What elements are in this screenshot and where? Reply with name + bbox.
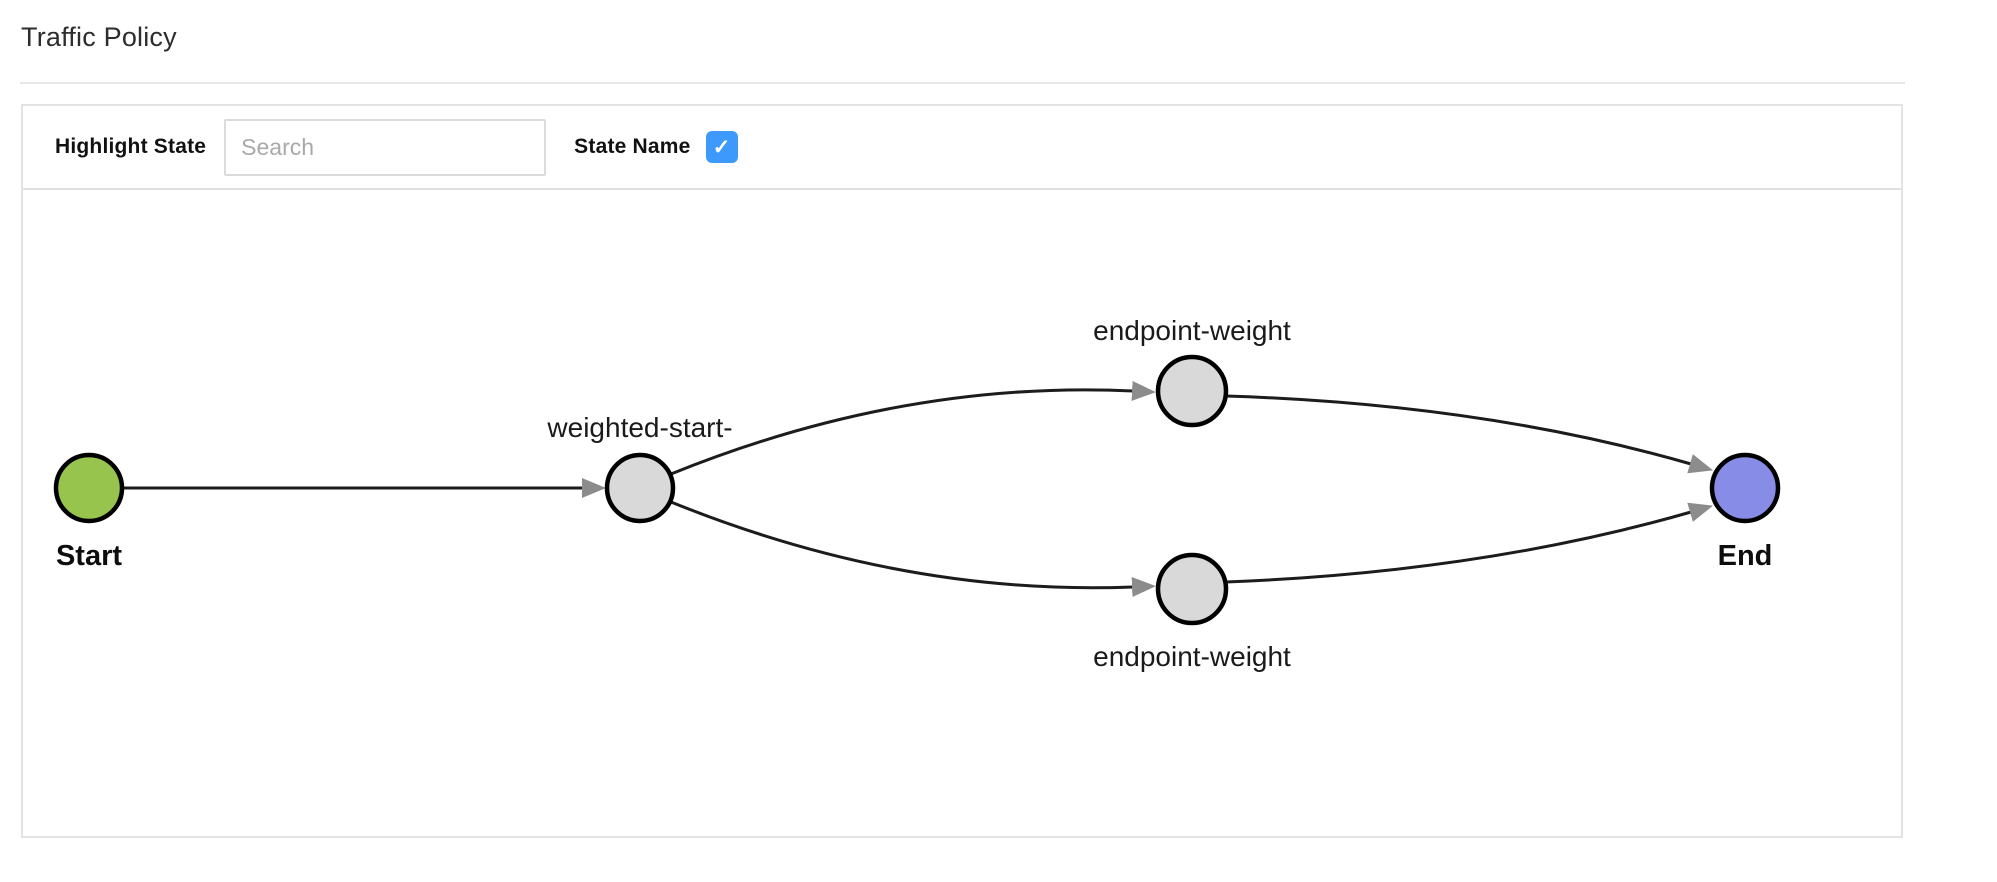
page-title: Traffic Policy xyxy=(21,22,177,52)
graph-toolbar: Highlight State State Name ✓ xyxy=(23,106,1901,190)
edge-bottom-to-end xyxy=(1225,502,1714,584)
node-end[interactable] xyxy=(1709,452,1781,524)
state-name-checkbox[interactable]: ✓ xyxy=(705,131,738,163)
highlight-state-label: Highlight State xyxy=(55,135,207,158)
node-endpoint-weight-top[interactable] xyxy=(1155,354,1229,428)
node-start[interactable] xyxy=(53,452,125,524)
highlight-state-search-input[interactable] xyxy=(224,118,547,176)
traffic-graph: Start weighted-start-endpoint-weight endpo… xyxy=(53,315,1781,672)
edge-weighted-to-bottom xyxy=(670,500,1156,598)
node-label-weighted-start: weighted-start- xyxy=(546,412,732,443)
traffic-policy-graph-canvas: Start weighted-start-endpoint-weight endpo… xyxy=(23,190,1901,836)
node-weighted-start[interactable] xyxy=(604,452,676,524)
title-divider xyxy=(20,82,1905,84)
node-label-endpoint-weight-top: endpoint-weight xyxy=(1093,315,1291,346)
node-label-end: End xyxy=(1718,540,1773,572)
labels-layer: Start weighted-start-endpoint-weight endpo… xyxy=(56,315,1772,672)
edge-weighted-to-top xyxy=(670,380,1156,476)
node-label-start: Start xyxy=(56,540,122,572)
checkmark-icon: ✓ xyxy=(712,135,731,159)
node-endpoint-weight-bottom[interactable] xyxy=(1155,552,1229,626)
traffic-policy-panel: Highlight State State Name ✓ Start weight… xyxy=(21,104,1903,838)
node-label-endpoint-weight-bottom: endpoint-weight xyxy=(1093,641,1291,672)
edge-top-to-end xyxy=(1225,394,1714,474)
edges-layer xyxy=(123,380,1714,598)
state-name-label: State Name xyxy=(574,135,691,158)
nodes-layer xyxy=(53,354,1781,626)
